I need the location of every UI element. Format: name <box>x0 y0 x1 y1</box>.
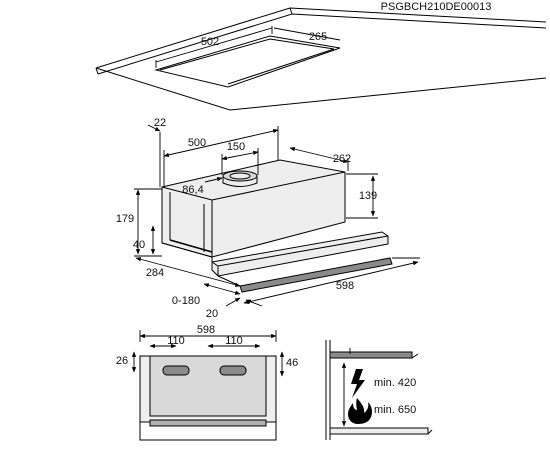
front-thickness-label: 20 <box>206 308 218 320</box>
hood-drawing <box>161 159 393 293</box>
offset-top-label: 22 <box>154 117 166 129</box>
clearance-drawing <box>325 340 433 440</box>
outlet-offset-label: 86,4 <box>182 184 203 196</box>
extension-label: 0-180 <box>172 295 200 307</box>
cutout-depth-label: 265 <box>309 31 327 43</box>
front-left-height-label: 26 <box>116 355 128 367</box>
width-top-label: 500 <box>188 137 206 149</box>
electric-clearance-label: min. 420 <box>374 377 416 389</box>
front-view-drawing <box>131 330 285 441</box>
front-right-height-label: 46 <box>286 357 298 369</box>
side-height-label: 139 <box>359 190 377 202</box>
front-width-label: 598 <box>197 324 215 336</box>
depth-top-label: 262 <box>333 153 351 165</box>
outlet-label: 150 <box>227 141 245 153</box>
width-front-label: 598 <box>336 280 354 292</box>
gas-clearance-label: min. 650 <box>374 404 416 416</box>
lightning-icon <box>351 369 365 398</box>
cutout-width-label: 502 <box>201 36 219 48</box>
flame-icon <box>348 398 372 424</box>
front-height-label: 40 <box>133 239 145 251</box>
document-code: PSGBCH210DE00013 <box>381 1 492 13</box>
cutout-drawing <box>95 7 547 111</box>
total-height-label: 179 <box>116 213 134 225</box>
front-left-gap-label: 110 <box>167 335 185 347</box>
hood-dimensions <box>134 124 420 307</box>
depth-body-label: 284 <box>146 267 164 279</box>
front-right-gap-label: 110 <box>225 335 243 347</box>
